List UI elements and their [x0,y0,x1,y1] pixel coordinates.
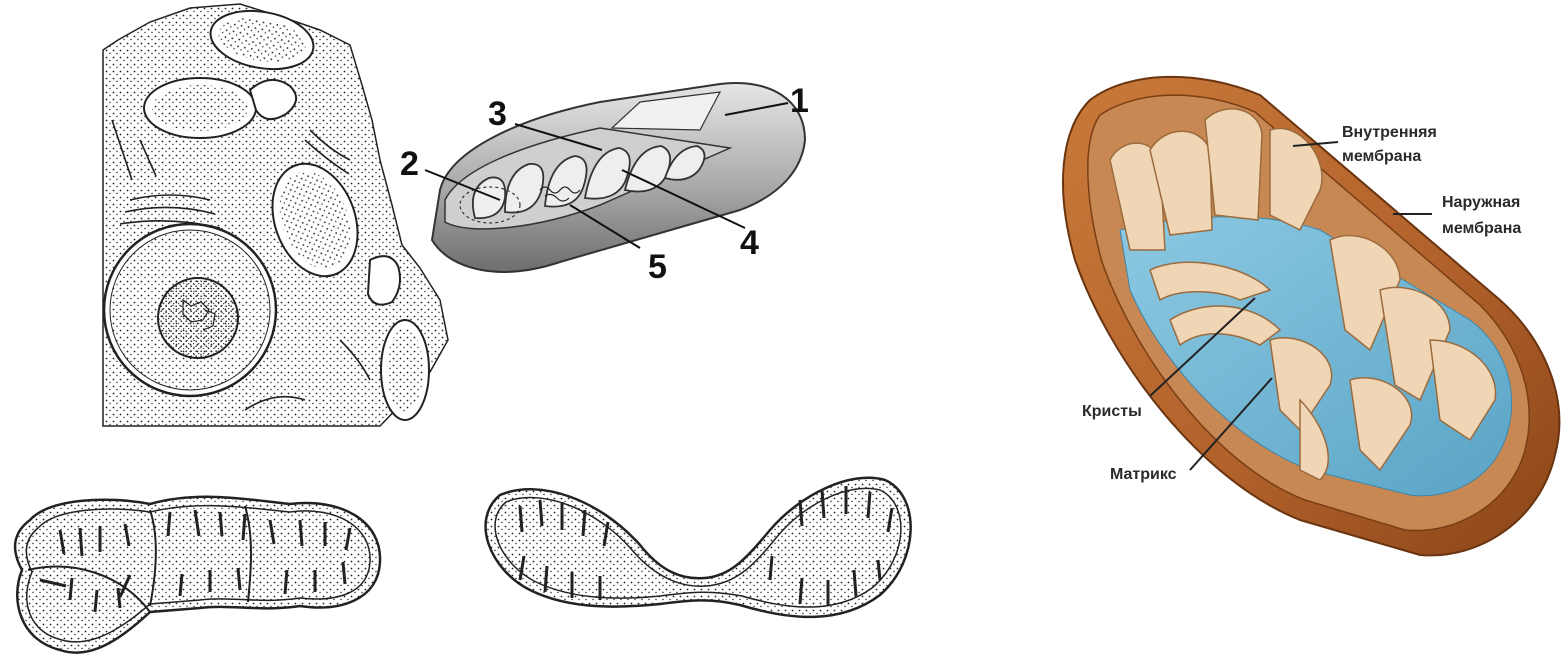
outer-membrane-label-line2: мембрана [1442,220,1521,237]
inner-membrane-label-line2: мембрана [1342,148,1421,165]
vacuole [368,256,400,305]
mitochondrion-cross-section-dumbbell [486,478,911,617]
cristae-label: Кристы [1082,403,1142,420]
mitochondrion-3d-colored [1063,77,1559,556]
label-5: 5 [648,248,667,286]
cell-illustration [103,3,448,426]
nucleolus [158,278,238,358]
matrix-label: Матрикс [1110,466,1177,483]
label-3: 3 [488,95,507,133]
label-1: 1 [790,82,809,120]
label-2: 2 [400,145,419,183]
inner-membrane-label-line1: Внутренняя [1342,124,1437,141]
label-4: 4 [740,224,759,262]
outer-membrane-label-line1: Наружная [1442,194,1520,211]
mitochondrion-cross-section-left [15,497,380,653]
